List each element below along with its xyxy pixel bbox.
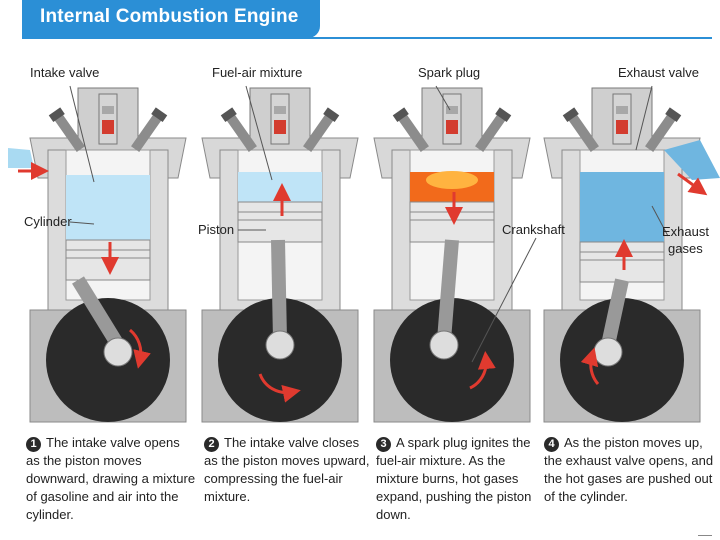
title-rule	[22, 37, 712, 39]
label-spark-plug: Spark plug	[418, 65, 481, 80]
page-title: Internal Combustion Engine	[40, 6, 299, 27]
stage-3-power	[373, 87, 531, 423]
step-1-text: The intake valve opens as the piston mov…	[26, 435, 196, 522]
label-fuel-air-mixture: Fuel-air mixture	[212, 65, 303, 80]
corner-mark	[698, 535, 712, 536]
engine-stroke-diagram	[8, 85, 720, 423]
step-4-number: 4	[544, 437, 559, 452]
title-bar	[22, 0, 320, 38]
step-4-text: As the piston moves up, the exhaust valv…	[544, 435, 714, 504]
step-2-text: The intake valve closes as the piston mo…	[204, 435, 370, 504]
step-3-text: A spark plug ignites the fuel-air mixtur…	[376, 435, 532, 522]
label-intake-valve: Intake valve	[30, 65, 100, 80]
stage-1-intake	[8, 87, 187, 423]
stage-2-compression	[201, 87, 359, 423]
step-1-number: 1	[26, 437, 41, 452]
stage-4-exhaust	[543, 87, 720, 423]
label-exhaust-valve: Exhaust valve	[618, 65, 699, 80]
label-exhaust-gases-1: Exhaust	[662, 224, 709, 239]
label-piston: Piston	[198, 222, 235, 237]
step-3-number: 3	[376, 437, 391, 452]
step-2-number: 2	[204, 437, 219, 452]
label-exhaust-gases-2: gases	[668, 241, 703, 256]
label-crankshaft: Crankshaft	[502, 222, 565, 237]
label-cylinder: Cylinder	[24, 214, 72, 229]
